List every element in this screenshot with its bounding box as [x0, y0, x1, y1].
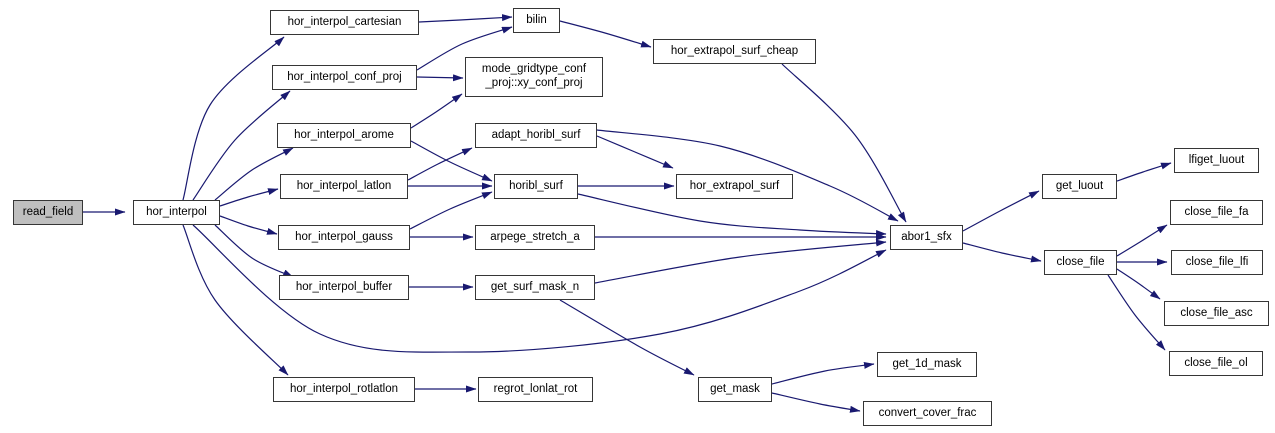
edge-hor_interpol-to-hor_interpol_gauss [219, 215, 278, 235]
node-hor_interpol_buffer[interactable]: hor_interpol_buffer [279, 275, 409, 300]
node-hor_interpol_arome[interactable]: hor_interpol_arome [277, 123, 411, 148]
edge-close_file-to-close_file_ol [1107, 274, 1166, 351]
edge-horibl_surf-to-abor1_sfx [577, 193, 887, 238]
edge-abor1_sfx-to-close_file [962, 242, 1042, 263]
node-close_file_ol[interactable]: close_file_ol [1169, 351, 1263, 376]
node-bilin[interactable]: bilin [513, 8, 560, 33]
edge-hor_interpol-to-hor_interpol_rotlatlon [182, 224, 289, 376]
node-lfiget_luout[interactable]: lfiget_luout [1174, 148, 1259, 173]
edge-get_luout-to-lfiget_luout [1116, 162, 1172, 182]
node-hor_interpol_latlon[interactable]: hor_interpol_latlon [280, 174, 408, 199]
edge-close_file-to-close_file_fa [1116, 224, 1168, 257]
node-get_mask[interactable]: get_mask [698, 377, 772, 402]
edge-get_mask-to-get_1d_mask [771, 361, 875, 385]
node-arpege_stretch_a[interactable]: arpege_stretch_a [475, 225, 595, 250]
node-regrot_lonlat_rot[interactable]: regrot_lonlat_rot [478, 377, 593, 402]
edge-get_surf_mask_n-to-abor1_sfx [594, 239, 887, 284]
node-read_field: read_field [13, 200, 83, 225]
edge-hor_interpol_cartesian-to-bilin [418, 14, 513, 23]
node-close_file_asc[interactable]: close_file_asc [1164, 301, 1269, 326]
node-hor_interpol_gauss[interactable]: hor_interpol_gauss [278, 225, 410, 250]
node-horibl_surf[interactable]: horibl_surf [494, 174, 578, 199]
edge-get_surf_mask_n-to-get_mask [559, 299, 695, 376]
edge-get_mask-to-convert_cover_frac [771, 392, 861, 413]
edge-abor1_sfx-to-get_luout [962, 190, 1040, 232]
node-xy_conf_proj[interactable]: mode_gridtype_conf _proj::xy_conf_proj [465, 57, 603, 97]
edge-hor_interpol-to-hor_interpol_latlon [219, 188, 279, 207]
node-close_file[interactable]: close_file [1044, 250, 1117, 275]
edge-hor_interpol_arome-to-xy_conf_proj [410, 93, 463, 129]
node-hor_extrapol_surf[interactable]: hor_extrapol_surf [676, 174, 793, 199]
node-hor_interpol_conf_proj[interactable]: hor_interpol_conf_proj [272, 65, 417, 90]
edge-hor_interpol_latlon-to-adapt_horibl_surf [407, 147, 473, 181]
node-abor1_sfx[interactable]: abor1_sfx [890, 225, 963, 250]
edge-hor_interpol_conf_proj-to-xy_conf_proj [416, 74, 464, 82]
node-adapt_horibl_surf[interactable]: adapt_horibl_surf [475, 123, 597, 148]
edge-hor_interpol_gauss-to-horibl_surf [409, 191, 493, 230]
edge-hor_extrapol_surf_cheap-to-abor1_sfx [781, 63, 907, 223]
node-close_file_lfi[interactable]: close_file_lfi [1171, 250, 1263, 275]
edge-adapt_horibl_surf-to-hor_extrapol_surf [596, 135, 674, 169]
node-get_1d_mask[interactable]: get_1d_mask [877, 352, 977, 377]
edge-bilin-to-hor_extrapol_surf_cheap [559, 20, 652, 48]
node-close_file_fa[interactable]: close_file_fa [1170, 200, 1263, 225]
node-hor_interpol[interactable]: hor_interpol [133, 200, 220, 225]
node-get_luout[interactable]: get_luout [1042, 174, 1117, 199]
edge-close_file-to-close_file_asc [1116, 268, 1161, 300]
node-hor_interpol_cartesian[interactable]: hor_interpol_cartesian [270, 10, 419, 35]
node-hor_interpol_rotlatlon[interactable]: hor_interpol_rotlatlon [273, 377, 415, 402]
node-get_surf_mask_n[interactable]: get_surf_mask_n [475, 275, 595, 300]
edge-hor_interpol-to-hor_interpol_cartesian [182, 36, 285, 201]
node-hor_extrapol_surf_cheap[interactable]: hor_extrapol_surf_cheap [653, 39, 816, 64]
edge-hor_interpol-to-hor_interpol_conf_proj [192, 90, 291, 201]
node-convert_cover_frac[interactable]: convert_cover_frac [863, 401, 992, 426]
